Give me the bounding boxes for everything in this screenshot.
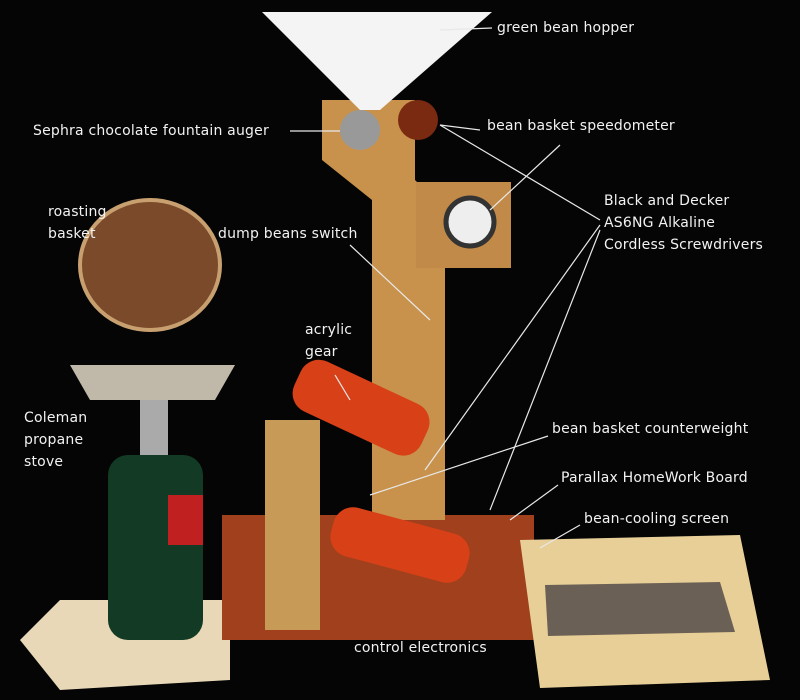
label-counterweight: bean basket counterweight	[552, 421, 749, 437]
roasting-basket	[78, 198, 222, 332]
auger-motor	[340, 110, 380, 150]
label-line: Black and Decker	[604, 193, 730, 209]
stove-valve	[140, 400, 168, 455]
screwdriver-upper	[292, 359, 430, 456]
speedometer-motor	[398, 100, 438, 140]
label-electronics: control electronics	[354, 640, 487, 656]
label-line: basket	[48, 226, 96, 242]
label-line: gear	[305, 344, 338, 360]
screwdriver-lower	[330, 507, 470, 583]
label-stove: Coleman propane stove	[24, 407, 87, 473]
label-switch: dump beans switch	[218, 226, 358, 242]
label-line: roasting	[48, 204, 107, 220]
label-line: stove	[24, 454, 64, 470]
label-gear: acrylic gear	[305, 319, 352, 363]
label-line: propane	[24, 432, 84, 448]
propane-canister	[108, 455, 203, 640]
label-speedometer: bean basket speedometer	[487, 118, 675, 134]
cooling-screen	[545, 582, 735, 636]
label-line: AS6NG Alkaline	[604, 215, 716, 231]
label-screwdrivers: Black and Decker AS6NG Alkaline Cordless…	[604, 190, 763, 256]
speedometer-gauge	[443, 195, 497, 249]
label-line: Coleman	[24, 410, 88, 426]
label-screen: bean-cooling screen	[584, 511, 730, 527]
wooden-column	[322, 100, 445, 520]
label-basket: roasting basket	[48, 201, 107, 245]
hopper	[262, 12, 492, 110]
stove-top	[70, 365, 235, 400]
label-auger: Sephra chocolate fountain auger	[33, 123, 269, 139]
label-board: Parallax HomeWork Board	[561, 470, 748, 486]
label-line: Cordless Screwdrivers	[604, 237, 764, 253]
label-hopper: green bean hopper	[497, 20, 635, 36]
switch-panel	[265, 420, 320, 630]
canister-logo	[168, 495, 203, 545]
label-line: acrylic	[305, 322, 353, 338]
leader-lines	[290, 27, 601, 549]
